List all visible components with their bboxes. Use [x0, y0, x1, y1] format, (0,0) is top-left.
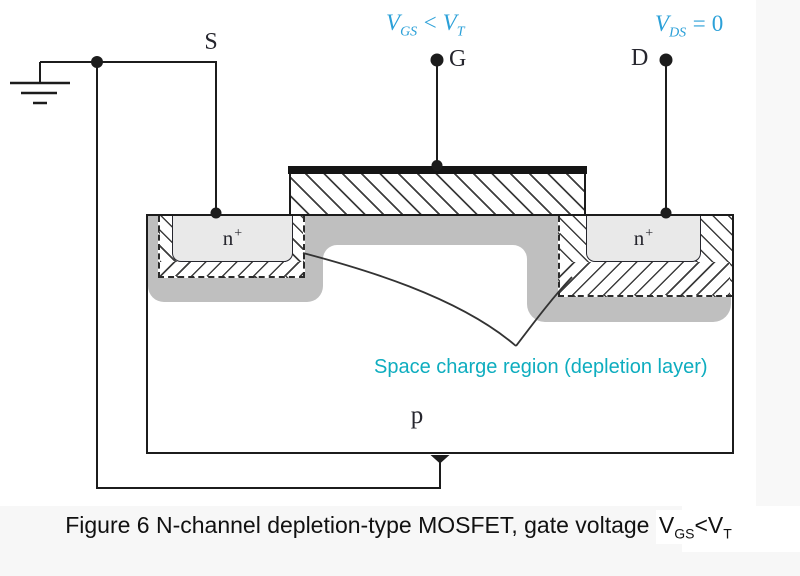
drain-junction-hatch-bottom [560, 262, 730, 295]
substrate-label: p [410, 402, 424, 429]
source-nplus-region: n+ [172, 216, 293, 262]
drain-nplus-label: n+ [633, 226, 654, 250]
drain-terminal-label: D [631, 45, 649, 71]
body-contact-triangle [430, 455, 450, 464]
space-charge-annotation: Space charge region (depletion layer) [374, 356, 708, 378]
right-margin-strip [756, 0, 800, 506]
substrate-inner-area [323, 245, 527, 285]
source-wire [97, 61, 217, 213]
source-junction-hatch-bottom [160, 262, 303, 276]
gate-electrode-bar [288, 166, 587, 174]
drain-nplus-region: n+ [586, 216, 701, 262]
wire-junction-dot [91, 56, 103, 68]
drain-bias-formula: VDS=0 [655, 11, 724, 41]
caption-text: Figure 6 N-channel depletion-type MOSFET… [65, 512, 656, 538]
gate-terminal-dot [430, 53, 444, 67]
gate-oxide-layer [289, 174, 586, 214]
drain-terminal-dot [659, 53, 673, 67]
gate-bias-formula: VGS<VT [386, 10, 465, 40]
caption-formula: VGS<VT [655, 510, 735, 544]
source-terminal-label: S [204, 29, 218, 55]
ground-icon [10, 81, 70, 105]
source-nplus-label: n+ [222, 226, 243, 250]
gate-terminal-label: G [449, 46, 467, 72]
figure-caption: Figure 6 N-channel depletion-type MOSFET… [0, 510, 800, 544]
